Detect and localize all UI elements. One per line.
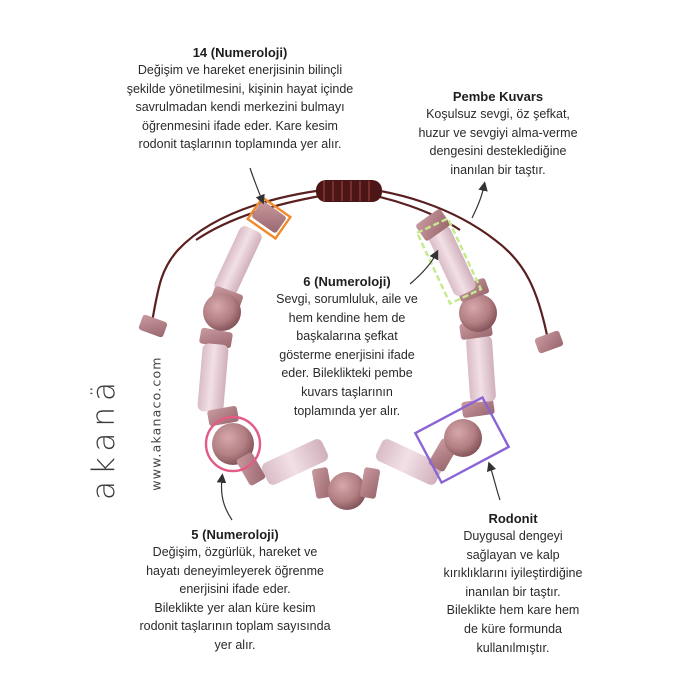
rodonit-sphere-bead: [212, 423, 254, 465]
rodonit-square-bead: [199, 327, 233, 349]
pembe-kuvars-tube: [261, 439, 329, 485]
rodonit-sphere-bead: [444, 419, 482, 457]
pembe-kuvars-tube: [197, 343, 229, 413]
callout-line: öğrenmesini ifade eder. Kare kesim: [142, 118, 338, 133]
callout-title: 5 (Numeroloji): [191, 527, 279, 542]
callout-6-numeroloji: 6 (Numeroloji) Sevgi, sorumluluk, aile v…: [262, 273, 432, 420]
callout-line: rodonit taşlarının toplamında yer alır.: [138, 137, 342, 152]
callout-line: Değişim, özgürlük, hareket ve: [152, 545, 318, 559]
brand-website: www.akanaco.com: [148, 356, 164, 491]
callout-title: Pembe Kuvars: [452, 89, 544, 104]
pembe-kuvars-tube: [375, 439, 443, 485]
callout-line: savrulmadan kendi merkezini bulmayı: [135, 100, 345, 115]
sliding-knot: [316, 180, 382, 202]
callout-rodonit: Rodonit Duygusal dengeyi sağlayan ve kal…: [408, 510, 618, 657]
pembe-kuvars-tube: [428, 226, 476, 296]
callout-title: 14 (Numeroloji): [192, 45, 288, 60]
pembe-kuvars-tube: [214, 226, 262, 296]
rodonit-square-bead: [252, 201, 286, 233]
rodonit-sphere-bead: [328, 472, 366, 510]
brand-url-block: www.akanaco.com: [118, 354, 164, 514]
callout-line: kırıklıklarını iyileştirdiğine: [443, 566, 583, 581]
brand-logo: akanä: [86, 375, 122, 501]
callout-line: şekilde yönetilmesini, kişinin hayat içi…: [126, 81, 354, 96]
rodonit-square-bead: [359, 467, 381, 499]
callout-line: kuvars taşlarının: [301, 384, 393, 399]
callout-line: inanılan bir taştır.: [450, 162, 546, 177]
callout-line: huzur ve sevgiyi alma-verme: [418, 125, 578, 140]
callout-line: Bileklikte hem kare hem: [446, 603, 580, 618]
quartz-marker: [415, 216, 483, 306]
callout-line: enerjisini ifade eder.: [179, 582, 291, 597]
callout-line: inanılan bir taştır.: [465, 584, 561, 599]
callout-line: Sevgi, sorumluluk, aile ve: [276, 292, 418, 306]
callout-5-numeroloji: 5 (Numeroloji) Değişim, özgürlük, hareke…: [110, 526, 360, 655]
callout-line: hem kendine hem de: [288, 310, 406, 325]
cord-end-bead-right: [534, 330, 564, 354]
callout-line: kullanılmıştır.: [476, 640, 550, 655]
rodonit-square-bead: [416, 209, 450, 241]
callout-14-numeroloji: 14 (Numeroloji) Değişim ve hareket enerj…: [95, 44, 385, 154]
callout-line: başkalarına şefkat: [296, 329, 398, 344]
callout-line: Duygusal dengeyi: [463, 529, 563, 543]
rodonit-sphere-bead: [459, 294, 497, 332]
highlight-markers: [204, 195, 511, 485]
rodonit-sphere-bead: [203, 293, 241, 331]
square-bead-marker: [245, 195, 293, 241]
callout-arrows: [216, 167, 501, 521]
callout-line: eder. Bileklikteki pembe: [281, 366, 413, 381]
callout-line: toplamında yer alır.: [293, 403, 401, 418]
rodonit-square-bead: [207, 405, 239, 427]
callout-line: de küre formunda: [464, 621, 562, 636]
callout-line: hayatı deneyimleyerek öğrenme: [146, 563, 324, 578]
callout-line: rodonit taşlarının toplam sayısında: [139, 619, 331, 634]
callout-title: 6 (Numeroloji): [303, 274, 391, 289]
callout-line: sağlayan ve kalp: [466, 547, 560, 562]
callout-line: Koşulsuz sevgi, öz şefkat,: [426, 107, 570, 121]
cord-end-bead-left: [138, 314, 168, 338]
callout-line: Değişim ve hareket enerjisinin bilinçli: [137, 63, 343, 77]
rodonit-square-bead: [311, 467, 333, 499]
rodonit-marker: [413, 395, 511, 485]
callout-line: dengesini desteklediğine: [429, 144, 567, 159]
callout-line: yer alır.: [214, 637, 256, 652]
callout-pembe-kuvars: Pembe Kuvars Koşulsuz sevgi, öz şefkat, …: [398, 88, 598, 179]
sphere-marker: [204, 415, 262, 473]
rodonit-square-bead: [236, 452, 266, 486]
callout-title: Rodonit: [488, 511, 538, 526]
callout-line: Bileklikte yer alan küre kesim: [154, 600, 316, 615]
callout-line: gösterme enerjisini ifade: [279, 347, 415, 362]
pembe-kuvars-tube: [466, 335, 496, 403]
